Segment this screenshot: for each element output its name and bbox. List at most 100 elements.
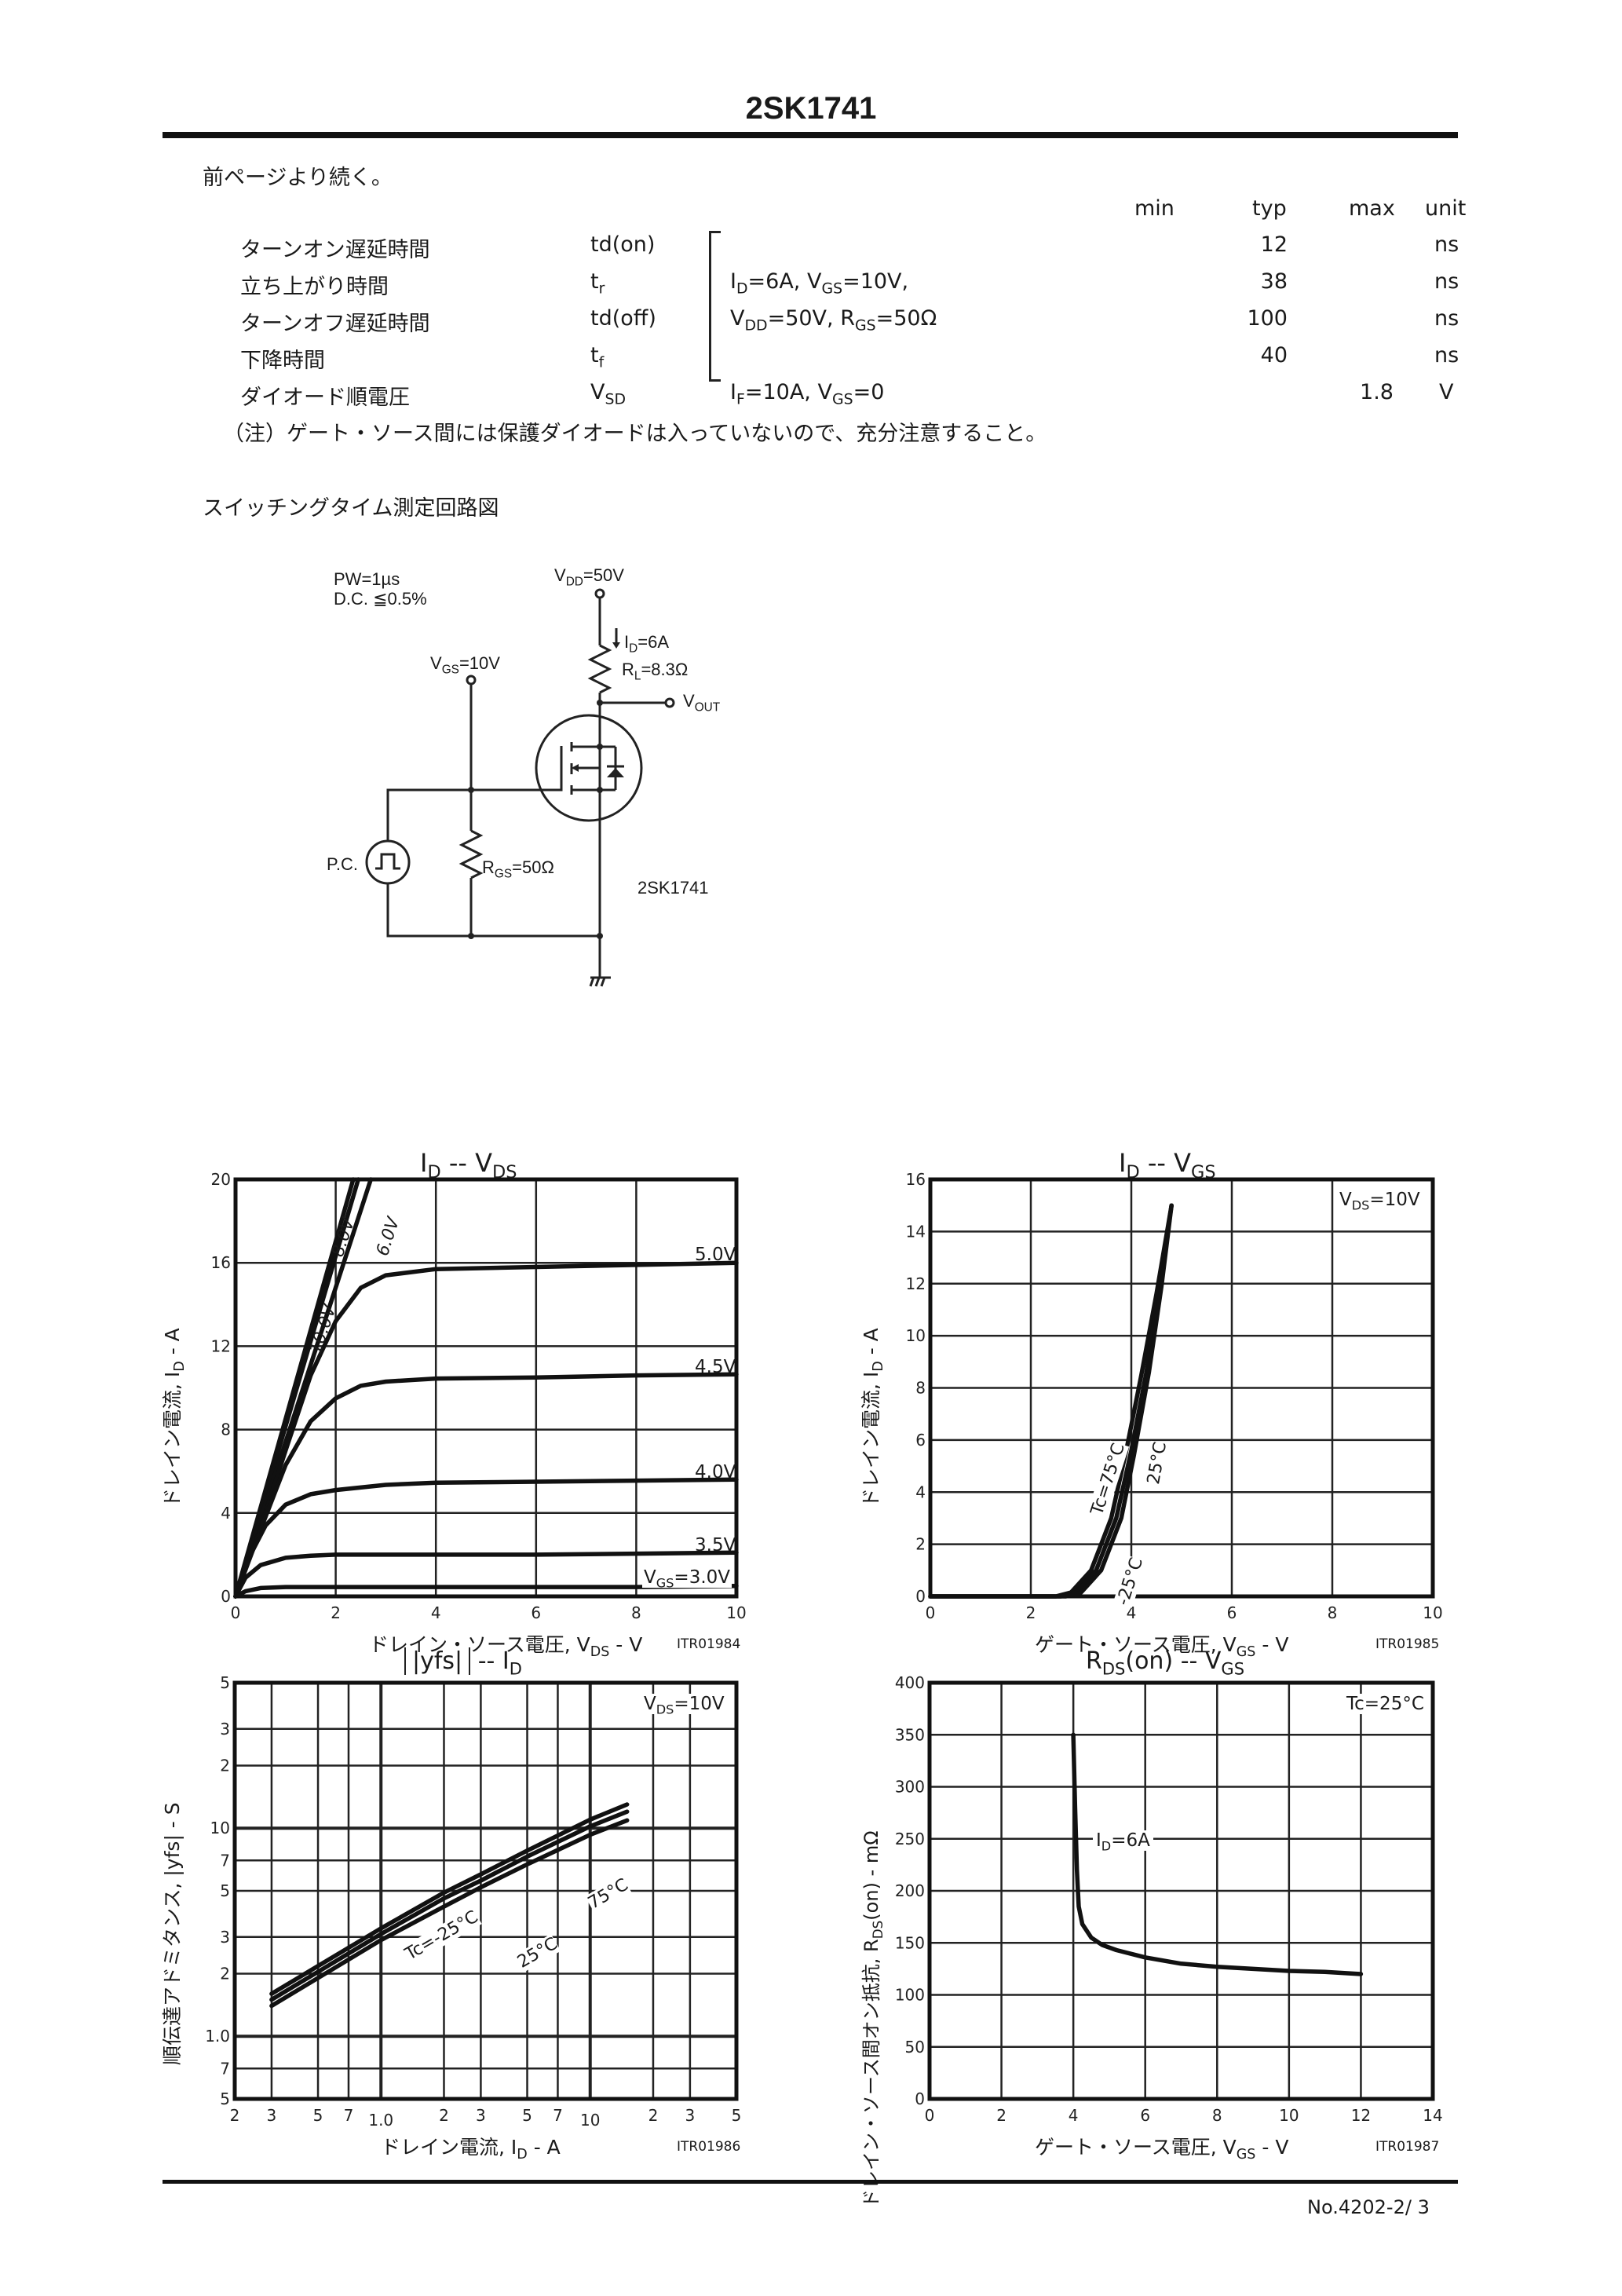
series-line — [928, 1203, 1174, 1599]
x-tick-label: 0 — [925, 2106, 935, 2125]
vdd-label: VDD=50V — [554, 565, 624, 589]
plot-frame — [232, 1680, 739, 2101]
page-title: 2SK1741 — [745, 91, 877, 126]
x-tick-label: 3 — [267, 2106, 277, 2125]
y-tick-label: 3 — [220, 1720, 230, 1738]
unit: ns — [1434, 269, 1459, 294]
x-tick-label: 7 — [553, 2106, 563, 2125]
x-tick-label: 0 — [231, 1603, 241, 1622]
gate-protection-note: （注）ゲート・ソース間には保護ダイオードは入っていないので、充分注意すること。 — [223, 422, 1047, 446]
series-line — [233, 1477, 739, 1599]
header-rule — [163, 132, 1458, 138]
typ-value: 100 — [1247, 306, 1288, 331]
x-tick-label: 4 — [1127, 1603, 1137, 1622]
series-line — [269, 1809, 630, 2002]
chart2-title: ID -- VGS — [1119, 1148, 1216, 1183]
plot-frame — [928, 1177, 1435, 1599]
series-line — [1071, 1732, 1364, 1976]
y-tick-label: 12 — [906, 1274, 926, 1293]
footer-rule — [163, 2180, 1458, 2184]
curve-label-3v: VGS=3.0V — [642, 1567, 732, 1591]
test-condition: IF=10A, VGS=0 — [730, 380, 885, 408]
y-tick-label: 14 — [906, 1222, 926, 1241]
typ-value: 38 — [1260, 269, 1288, 294]
y-tick-label: 2 — [915, 1535, 926, 1554]
y-tick-label: 150 — [895, 1933, 925, 1952]
series-line — [233, 1260, 739, 1599]
chart1-ylabel: ドレイン電流, ID - A — [161, 1328, 188, 1508]
chart4-condition: Tc=25°C — [1346, 1694, 1424, 1714]
y-tick-label: 16 — [906, 1170, 926, 1189]
y-tick-label: 200 — [895, 1881, 925, 1900]
y-tick-label: 4 — [915, 1483, 926, 1501]
x-tick-label: 8 — [1328, 1603, 1338, 1622]
spec-row: 立ち上がり時間 tr ID=6A, VGS=10V, 38 ns — [0, 269, 1622, 301]
param-name: ターンオフ遅延時間 — [240, 312, 430, 336]
chart3-condition: VDS=10V — [644, 1694, 725, 1717]
test-condition: ID=6A, VGS=10V, — [730, 269, 909, 298]
y-tick-label: 10 — [906, 1326, 926, 1345]
y-tick-label: 400 — [895, 1673, 925, 1692]
section-title-switching-circuit: スイッチングタイム測定回路図 — [203, 496, 499, 521]
chart3-figure-code: ITR01986 — [677, 2139, 741, 2155]
x-tick-label: 12 — [1351, 2106, 1371, 2125]
unit: ns — [1434, 343, 1459, 367]
y-tick-label: 7 — [220, 1851, 230, 1870]
curve-label-4-5v: 4.5V — [695, 1357, 736, 1377]
unit: V — [1439, 380, 1454, 404]
x-tick-label: 1.0 — [368, 2111, 393, 2130]
x-tick-label: 2 — [439, 2106, 449, 2125]
series-line — [269, 1818, 630, 2009]
col-header-unit: unit — [1425, 196, 1467, 221]
curve-label-4v: 4.0V — [695, 1462, 736, 1483]
series-line — [233, 1550, 739, 1599]
y-tick-label: 2 — [220, 1756, 230, 1775]
y-tick-label: 6 — [915, 1431, 926, 1450]
y-tick-label: 300 — [895, 1778, 925, 1797]
spec-row: ターンオン遅延時間 td(on) 12 ns — [0, 232, 1622, 264]
rgs-label: RGS=50Ω — [482, 857, 554, 881]
x-tick-label: 10 — [726, 1603, 746, 1622]
document-number: No.4202-2/ 3 — [1307, 2196, 1430, 2218]
typ-value: 40 — [1260, 343, 1288, 367]
curve-label-5v: 5.0V — [695, 1245, 736, 1265]
y-tick-label: 50 — [905, 2038, 925, 2057]
x-tick-label: 10 — [1423, 1603, 1442, 1622]
unit: ns — [1434, 232, 1459, 257]
param-name: ダイオード順電圧 — [240, 386, 410, 410]
chart4-title: RDS(on) -- VGS — [1086, 1647, 1245, 1679]
x-tick-label: 2 — [996, 2106, 1006, 2125]
y-tick-label: 2 — [220, 1964, 230, 1983]
x-tick-label: 3 — [476, 2106, 486, 2125]
pulse-generator-label: P.C. — [327, 854, 358, 874]
x-tick-label: 5 — [522, 2106, 532, 2125]
y-tick-label: 10 — [210, 1819, 230, 1837]
x-tick-label: 2 — [331, 1603, 341, 1622]
spec-row: ターンオフ遅延時間 td(off) VDD=50V, RGS=50Ω 100 n… — [0, 306, 1622, 338]
col-header-typ: typ — [1252, 196, 1287, 221]
y-tick-label: 250 — [895, 1830, 925, 1848]
col-header-min: min — [1134, 196, 1174, 221]
vgs-label: VGS=10V — [430, 653, 500, 677]
x-tick-label: 8 — [1212, 2106, 1222, 2125]
typ-value: 12 — [1260, 232, 1288, 257]
x-tick-label: 14 — [1423, 2106, 1442, 2125]
test-condition: VDD=50V, RGS=50Ω — [730, 306, 937, 335]
x-tick-label: 6 — [531, 1603, 541, 1622]
chart4-figure-code: ITR01987 — [1375, 2139, 1440, 2155]
y-tick-label: 7 — [220, 2059, 230, 2078]
y-tick-label: 16 — [211, 1253, 231, 1272]
chart1-title: ID -- VDS — [420, 1148, 517, 1183]
max-value: 1.8 — [1360, 380, 1394, 404]
y-tick-label: 5 — [220, 2089, 230, 2108]
y-tick-label: 5 — [220, 1673, 230, 1692]
conditions-bracket — [709, 231, 721, 382]
chart4-ylabel: ドレイン・ソース間オン抵抗, RDS(on) - mΩ — [860, 1830, 886, 2208]
param-symbol: tr — [590, 269, 605, 298]
param-symbol: td(on) — [590, 232, 656, 257]
curve-label-id-6a: ID=6A — [1093, 1830, 1153, 1852]
